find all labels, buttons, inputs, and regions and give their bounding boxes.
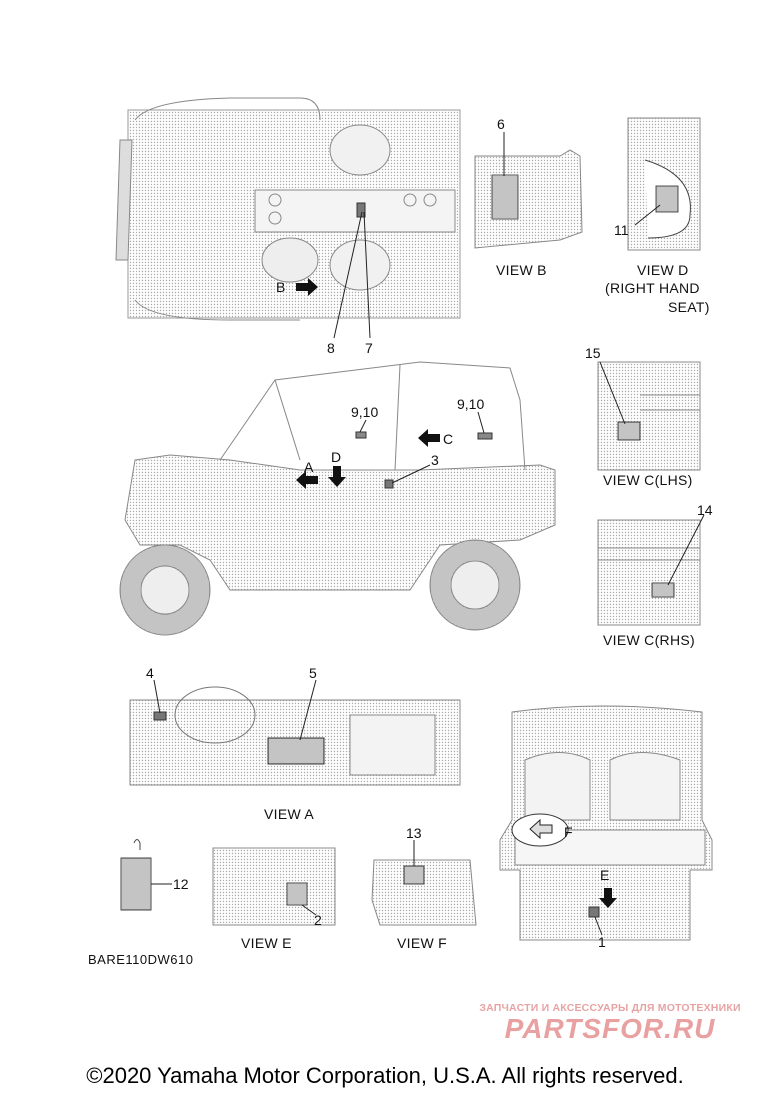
view-c-rhs-drawing — [597, 514, 705, 626]
view-a-drawing — [129, 679, 461, 786]
arrow-d-icon — [328, 466, 346, 487]
view-e-drawing — [212, 847, 336, 926]
view-f-caption: VIEW F — [397, 935, 448, 951]
arrow-f-icon — [529, 818, 553, 840]
view-d-caption-line2: (RIGHT HAND — [605, 280, 700, 296]
callout-9-10-left: 9,10 — [351, 404, 379, 420]
watermark-logo: PARTSFOR.RU — [504, 1013, 716, 1044]
callout-3: 3 — [431, 452, 439, 468]
callout-11: 11 — [614, 222, 629, 238]
callout-1: 1 — [598, 934, 606, 950]
arrow-b-label: B — [276, 279, 286, 295]
callout-15: 15 — [585, 345, 601, 361]
watermark-tagline: ЗАПЧАСТИ И АКСЕССУАРЫ ДЛЯ МОТОТЕХНИКИ — [479, 1002, 741, 1014]
arrow-e-label: E — [600, 867, 610, 883]
view-c-rhs-caption: VIEW C(RHS) — [603, 632, 695, 648]
view-e-caption: VIEW E — [241, 935, 292, 951]
callout-6: 6 — [497, 116, 505, 132]
view-c-lhs-caption: VIEW C(LHS) — [603, 472, 693, 488]
view-d-caption: VIEW D — [637, 262, 689, 278]
view-d-caption-line3: SEAT) — [668, 299, 710, 315]
arrow-a-label: A — [304, 459, 314, 475]
top-view-vehicle — [115, 97, 461, 321]
arrow-a-icon — [296, 471, 318, 489]
callout-14: 14 — [697, 502, 713, 518]
view-f-drawing — [371, 840, 477, 926]
arrow-e-icon — [599, 888, 617, 908]
rear-view-vehicle — [499, 705, 713, 941]
key-tag-drawing — [120, 839, 172, 911]
callout-2: 2 — [314, 912, 322, 928]
view-c-lhs-drawing — [597, 361, 701, 471]
arrow-c-icon — [418, 429, 440, 447]
callout-8: 8 — [327, 340, 335, 356]
callout-12: 12 — [173, 876, 189, 892]
copyright-notice: ©2020 Yamaha Motor Corporation, U.S.A. A… — [86, 1063, 684, 1088]
arrow-f-label: F — [564, 824, 573, 840]
view-b-drawing — [474, 132, 583, 249]
side-view-vehicle — [119, 361, 556, 636]
callout-9-10-right: 9,10 — [457, 396, 485, 412]
view-b-caption: VIEW B — [496, 262, 547, 278]
arrow-d-label: D — [331, 449, 342, 465]
part-code: BARE110DW610 — [88, 952, 194, 967]
arrow-c-label: C — [443, 431, 454, 447]
callout-5: 5 — [309, 665, 317, 681]
callout-7: 7 — [365, 340, 373, 356]
callout-13: 13 — [406, 825, 422, 841]
arrow-b-icon — [296, 278, 318, 296]
watermark: ЗАПЧАСТИ И АКСЕССУАРЫ ДЛЯ МОТОТЕХНИКИ PA… — [460, 1002, 760, 1044]
view-a-caption: VIEW A — [264, 806, 315, 822]
callout-4: 4 — [146, 665, 154, 681]
view-d-drawing — [627, 117, 701, 251]
